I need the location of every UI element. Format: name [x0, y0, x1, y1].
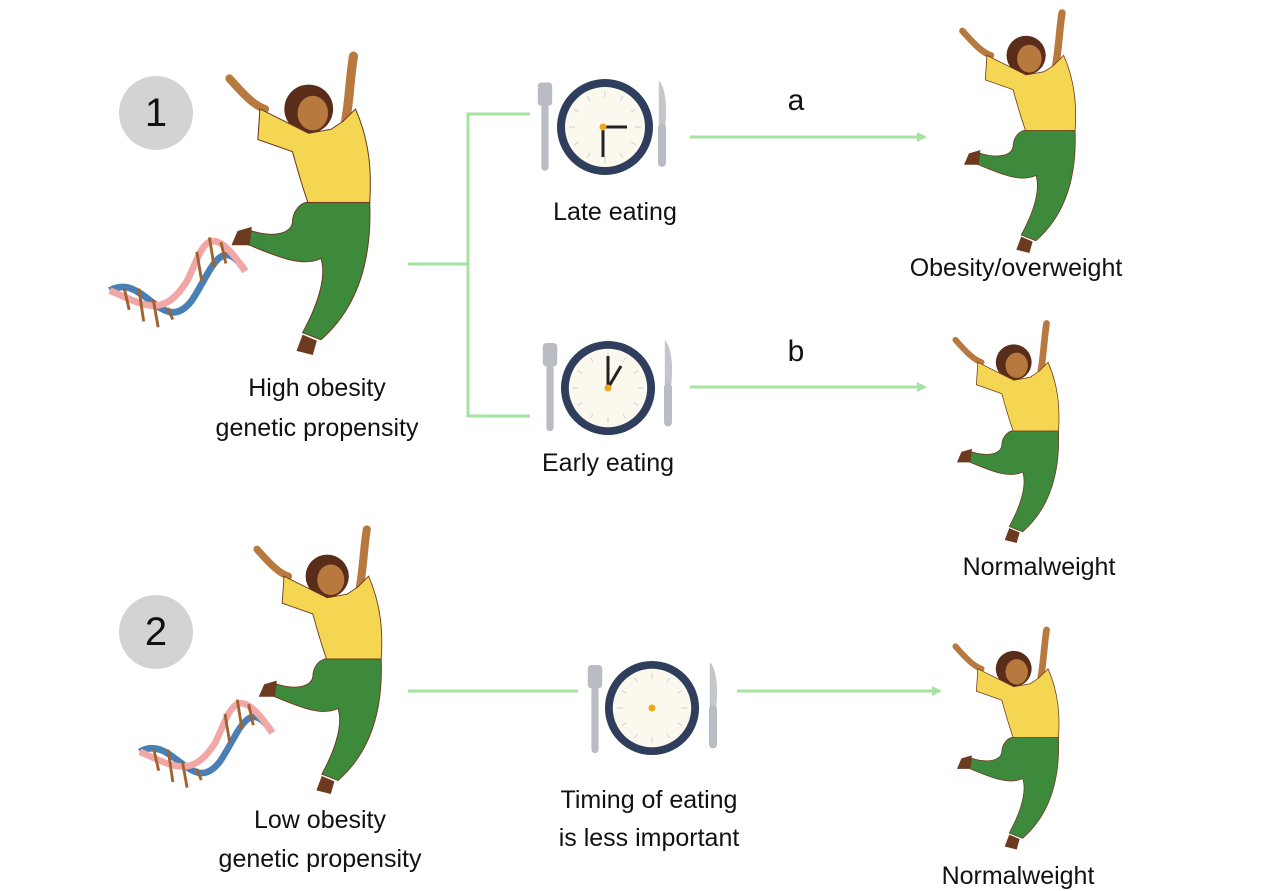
early-eating-label: Early eating: [541, 449, 675, 477]
low-propensity-label-2: genetic propensity: [218, 845, 422, 873]
fork-icon: [542, 343, 558, 432]
dna-icon: [140, 700, 273, 788]
knife-icon: [709, 662, 718, 749]
outcome-normal-label-1: Normalweight: [962, 553, 1116, 581]
outcome-obesity-label: Obesity/overweight: [909, 254, 1123, 282]
timing-label-2: is less important: [558, 824, 740, 852]
dna-icon: [110, 237, 245, 327]
outcome-normal-label-2: Normalweight: [941, 862, 1095, 890]
late-eating-label: Late eating: [553, 198, 677, 226]
low-propensity-label-1: Low obesity: [253, 806, 387, 834]
person-high-propensity: [229, 56, 370, 355]
scenario-1-badge: 1: [119, 76, 193, 150]
knife-icon: [664, 340, 673, 427]
scenario-2-badge: 2: [119, 595, 193, 669]
connectors: [408, 112, 942, 696]
knife-icon: [658, 80, 667, 167]
high-propensity-label-1: High obesity: [248, 374, 386, 402]
fork-icon: [537, 82, 553, 171]
person-low-propensity: [257, 529, 382, 794]
path-a-label: a: [787, 84, 805, 117]
timing-label-1: Timing of eating: [560, 786, 738, 814]
person-outcome-normal-2: [955, 630, 1059, 850]
person-outcome-obesity: [962, 13, 1075, 253]
branch-fork: [466, 112, 530, 418]
person-outcome-normal-1: [955, 323, 1059, 543]
high-propensity-label-2: genetic propensity: [215, 414, 419, 442]
fork-icon: [587, 665, 603, 754]
path-b-label: b: [787, 335, 805, 368]
